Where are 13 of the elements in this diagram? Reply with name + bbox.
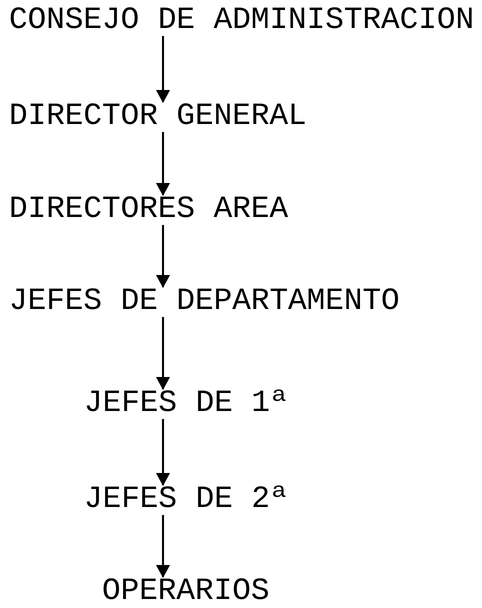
role-label: DIRECTORES AREA: [9, 195, 288, 225]
arrow: [156, 225, 170, 288]
arrow: [156, 419, 170, 486]
arrow: [156, 36, 170, 103]
arrow: [156, 515, 170, 578]
role-label: JEFES DE DEPARTAMENTO: [9, 287, 400, 317]
arrow: [156, 317, 170, 390]
role-label: JEFES DE 2ª: [84, 485, 289, 515]
arrow: [156, 132, 170, 196]
role-label: OPERARIOS: [102, 577, 270, 607]
role-label: JEFES DE 1ª: [84, 389, 289, 419]
role-label: CONSEJO DE ADMINISTRACION: [9, 6, 474, 36]
role-label: DIRECTOR GENERAL: [9, 102, 307, 132]
